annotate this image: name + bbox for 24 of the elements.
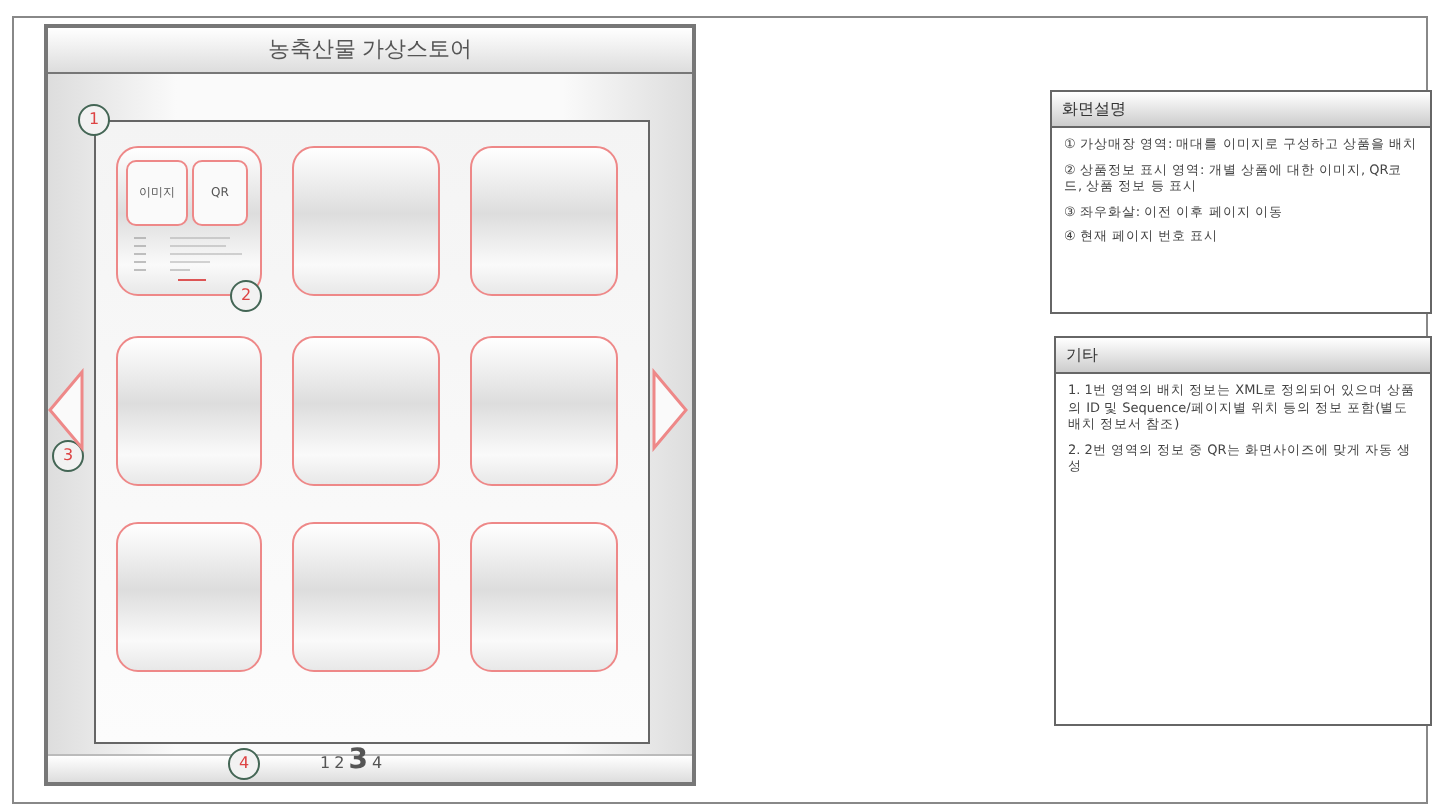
panel-header: 기타 [1056,338,1430,374]
product-card [470,522,618,672]
notes-panel [1054,336,1432,726]
product-card [116,146,262,296]
display-area [94,120,650,744]
product-card [292,146,440,296]
title-bar: 농축산물 가상스토어 [48,28,692,74]
page-number: 3 [348,744,368,776]
product-card [292,522,440,672]
callout-number: 2 [230,280,262,312]
callout-number: 4 [228,748,260,780]
product-card [116,336,262,486]
page-number: 4 [371,754,383,772]
page-number: 1 [320,754,331,772]
page-number: 2 [334,754,345,772]
device-frame [44,24,696,786]
notes-panel [1050,90,1432,314]
callout-number: 1 [78,104,110,136]
product-card [116,522,262,672]
callout-number: 3 [52,440,84,472]
product-card [470,146,618,296]
product-card [470,336,618,486]
panel-header: 화면설명 [1052,92,1430,128]
product-card [292,336,440,486]
